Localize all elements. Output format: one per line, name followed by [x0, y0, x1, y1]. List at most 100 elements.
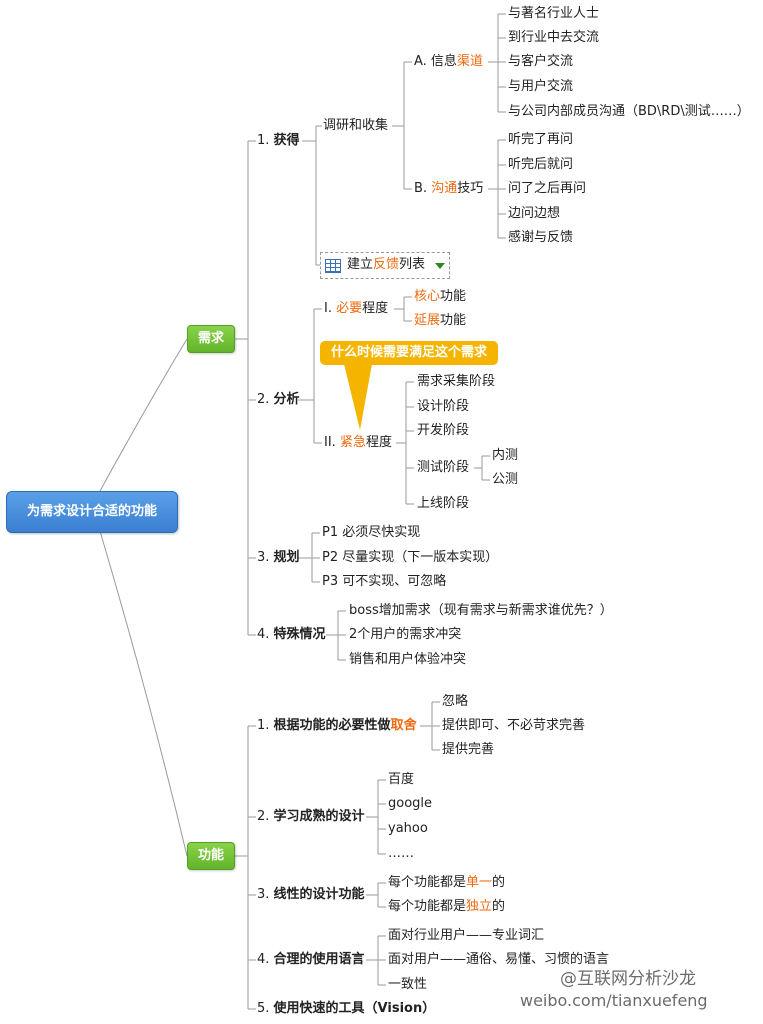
- watermark-url: weibo.com/tianxuefeng: [520, 991, 708, 1010]
- item-post: 功能: [440, 313, 467, 328]
- item-highlight: 核心: [414, 289, 441, 304]
- node-number: 2.: [257, 809, 270, 824]
- func-node-learn[interactable]: 2. 学习成熟的设计: [257, 809, 365, 825]
- stage-item[interactable]: 设计阶段: [417, 399, 470, 414]
- node-label: 获得: [273, 133, 300, 148]
- channel-highlight: 渠道: [456, 54, 483, 69]
- item-post: 功能: [440, 289, 467, 304]
- necessity-node[interactable]: I. 必要程度: [324, 301, 388, 317]
- feedback-list-node[interactable]: 建立反馈列表: [320, 252, 450, 279]
- node-number: 3.: [257, 550, 270, 565]
- category-requirement[interactable]: 需求: [187, 325, 235, 353]
- item-highlight: 独立: [466, 899, 493, 914]
- plan-item[interactable]: P3 可不实现、可忽略: [322, 574, 447, 589]
- linear-item[interactable]: 每个功能都是独立的: [388, 899, 505, 915]
- stage-item[interactable]: 开发阶段: [417, 423, 470, 438]
- stage-item[interactable]: 测试阶段: [417, 460, 470, 475]
- skill-item[interactable]: 听完后就问: [508, 157, 574, 172]
- node-label: 学习成熟的设计: [273, 809, 365, 824]
- item-post: 的: [492, 899, 506, 914]
- req-node-analyze[interactable]: 2. 分析: [257, 392, 300, 408]
- item-highlight: 延展: [414, 313, 441, 328]
- special-item[interactable]: boss增加需求（现有需求与新需求谁优先？）: [349, 603, 613, 618]
- urgency-node[interactable]: II. 紧急程度: [324, 435, 392, 451]
- node-number: 4.: [257, 627, 270, 642]
- test-item[interactable]: 公测: [492, 472, 519, 487]
- plan-item[interactable]: P2 尽量实现（下一版本实现）: [322, 550, 499, 565]
- callout-pointer: [344, 364, 372, 430]
- learn-item[interactable]: yahoo: [388, 821, 428, 836]
- necessity-item[interactable]: 延展功能: [414, 313, 466, 329]
- test-item[interactable]: 内测: [492, 448, 519, 463]
- skill-item[interactable]: 感谢与反馈: [508, 230, 574, 245]
- channel-item[interactable]: 与用户交流: [508, 79, 574, 94]
- item-highlight: 单一: [466, 875, 493, 890]
- node-label: 分析: [273, 392, 300, 407]
- func-node-linear[interactable]: 3. 线性的设计功能: [257, 887, 365, 903]
- req-node-acquire[interactable]: 1. 获得: [257, 133, 300, 149]
- skills-highlight: 沟通: [431, 181, 458, 196]
- channel-prefix: A. 信息: [414, 54, 457, 69]
- feedback-highlight: 反馈: [373, 257, 400, 272]
- urgency-suffix: 程度: [365, 435, 392, 450]
- necessity-suffix: 程度: [362, 301, 389, 316]
- urgency-prefix: II.: [324, 435, 340, 450]
- learn-item[interactable]: 百度: [388, 772, 415, 787]
- table-icon: [325, 259, 341, 273]
- node-number: 5.: [257, 1001, 270, 1016]
- item-pre: 每个功能都是: [388, 875, 467, 890]
- watermark-handle: @互联网分析沙龙: [560, 969, 696, 989]
- node-number: 2.: [257, 392, 270, 407]
- node-number: 1.: [257, 718, 270, 733]
- node-label: 特殊情况: [273, 627, 326, 642]
- skill-item[interactable]: 问了之后再问: [508, 181, 587, 196]
- tradeoff-item[interactable]: 忽略: [442, 694, 469, 709]
- node-label: 使用快速的工具（Vision）: [273, 1001, 436, 1016]
- dropdown-arrow-icon[interactable]: [435, 263, 445, 269]
- feedback-post: 列表: [399, 257, 426, 272]
- skill-item[interactable]: 边问边想: [508, 206, 561, 221]
- research-node[interactable]: 调研和收集: [323, 118, 389, 133]
- node-highlight: 取舍: [390, 718, 417, 733]
- stage-item[interactable]: 需求采集阶段: [417, 374, 496, 389]
- skill-item[interactable]: 听完了再问: [508, 132, 574, 147]
- linear-item[interactable]: 每个功能都是单一的: [388, 875, 505, 891]
- necessity-item[interactable]: 核心功能: [414, 289, 466, 305]
- node-label: 线性的设计功能: [273, 887, 365, 902]
- callout-note[interactable]: 什么时候需要满足这个需求: [320, 341, 498, 365]
- func-node-tools[interactable]: 5. 使用快速的工具（Vision）: [257, 1001, 435, 1017]
- stage-item[interactable]: 上线阶段: [417, 496, 470, 511]
- node-number: 3.: [257, 887, 270, 902]
- func-node-tradeoff[interactable]: 1. 根据功能的必要性做取舍: [257, 718, 417, 734]
- special-item[interactable]: 2个用户的需求冲突: [349, 627, 462, 642]
- channel-node[interactable]: A. 信息渠道: [414, 54, 483, 70]
- req-node-special[interactable]: 4. 特殊情况: [257, 627, 326, 643]
- language-item[interactable]: 面对用户——通俗、易懂、习惯的语言: [388, 952, 610, 967]
- language-item[interactable]: 一致性: [388, 977, 428, 992]
- channel-item[interactable]: 与公司内部成员沟通（BD\RD\测试……）: [508, 104, 750, 119]
- learn-item[interactable]: ……: [388, 846, 414, 861]
- category-function[interactable]: 功能: [187, 842, 235, 870]
- item-post: 的: [492, 875, 506, 890]
- tradeoff-item[interactable]: 提供即可、不必苛求完善: [442, 718, 586, 733]
- func-node-language[interactable]: 4. 合理的使用语言: [257, 952, 365, 968]
- node-label: 根据功能的必要性做: [273, 718, 391, 733]
- tradeoff-item[interactable]: 提供完善: [442, 742, 495, 757]
- skills-prefix: B.: [414, 181, 432, 196]
- language-item[interactable]: 面对行业用户——专业词汇: [388, 928, 545, 943]
- channel-item[interactable]: 到行业中去交流: [508, 30, 600, 45]
- necessity-prefix: I.: [324, 301, 337, 316]
- learn-item[interactable]: google: [388, 796, 433, 811]
- req-node-plan[interactable]: 3. 规划: [257, 550, 300, 566]
- channel-item[interactable]: 与著名行业人士: [508, 6, 600, 21]
- node-number: 4.: [257, 952, 270, 967]
- root-node[interactable]: 为需求设计合适的功能: [6, 491, 178, 533]
- special-item[interactable]: 销售和用户体验冲突: [349, 652, 467, 667]
- item-pre: 每个功能都是: [388, 899, 467, 914]
- channel-item[interactable]: 与客户交流: [508, 54, 574, 69]
- skills-node[interactable]: B. 沟通技巧: [414, 181, 483, 197]
- plan-item[interactable]: P1 必须尽快实现: [322, 525, 421, 540]
- necessity-highlight: 必要: [336, 301, 363, 316]
